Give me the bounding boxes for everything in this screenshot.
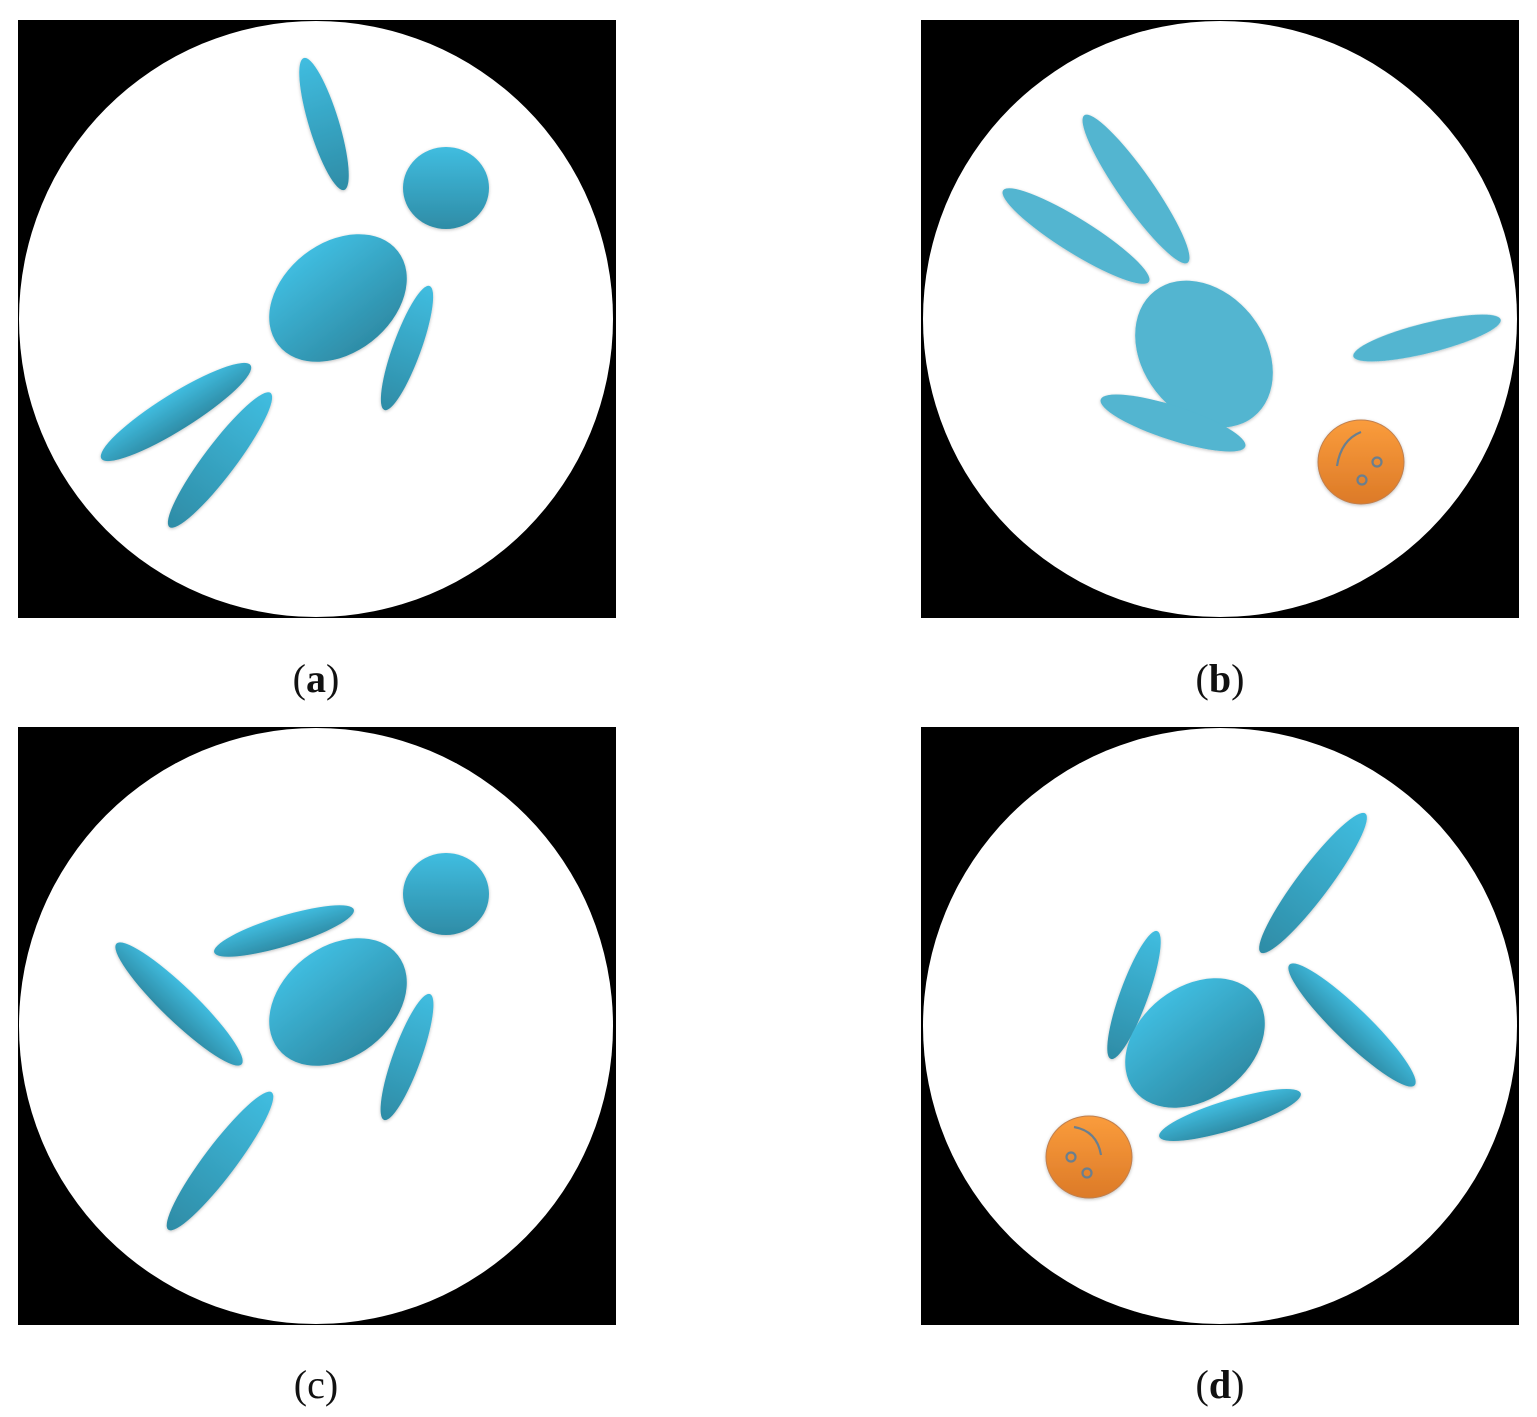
panel-d <box>921 727 1519 1325</box>
panel-b-image <box>921 20 1519 618</box>
caption-b: (b) <box>1195 656 1245 701</box>
limb-icon <box>167 392 273 528</box>
head-marker-icon <box>1045 1115 1133 1199</box>
limb-icon <box>1259 812 1367 954</box>
limb-icon <box>166 1091 274 1231</box>
head-icon <box>403 853 489 935</box>
limb-icon <box>1159 1089 1301 1141</box>
limb-icon <box>100 362 252 462</box>
limb-icon <box>380 993 434 1121</box>
panel-b <box>921 20 1519 618</box>
head-marker-icon <box>1317 419 1405 505</box>
panel-c-image <box>18 727 616 1325</box>
limb-icon <box>1107 930 1161 1060</box>
limb-icon <box>1100 394 1246 452</box>
panel-a <box>18 20 616 618</box>
limb-icon <box>1353 314 1501 362</box>
limb-icon <box>380 285 434 411</box>
caption-a: (a) <box>292 656 340 701</box>
limb-icon <box>1288 963 1416 1087</box>
torso-icon <box>1135 280 1273 428</box>
panel-a-image <box>18 20 616 618</box>
caption-d: (d) <box>1195 1362 1245 1407</box>
limb-icon <box>1002 188 1150 284</box>
limb-icon <box>115 942 243 1066</box>
caption-c: (c) <box>293 1362 339 1407</box>
limb-icon <box>1082 114 1190 264</box>
limb-icon <box>299 57 349 191</box>
limb-icon <box>214 905 354 957</box>
torso-icon <box>269 234 407 362</box>
panel-c <box>18 727 616 1325</box>
torso-icon <box>1125 978 1265 1108</box>
torso-icon <box>269 938 407 1066</box>
panel-d-image <box>921 727 1519 1325</box>
head-icon <box>403 147 489 229</box>
